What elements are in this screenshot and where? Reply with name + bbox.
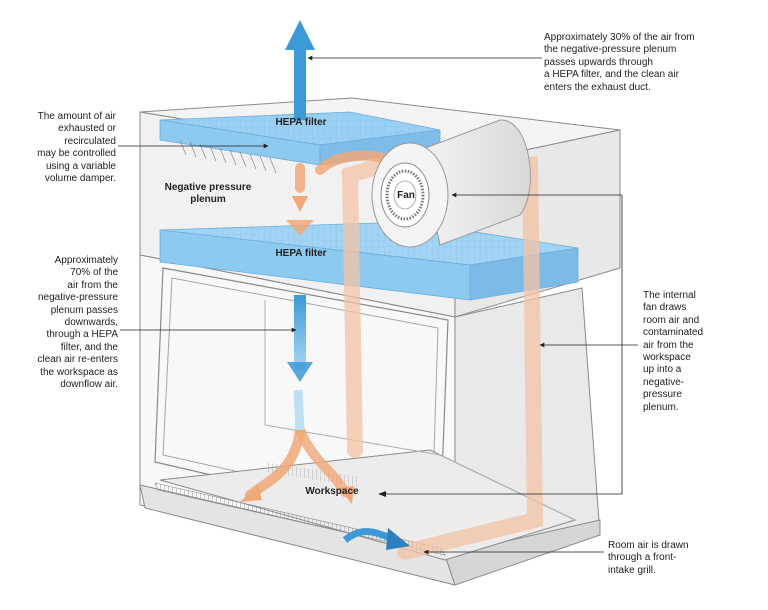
fan-label: Fan: [397, 190, 415, 201]
callout-downflow-line: the workspace as: [40, 366, 118, 378]
callout-downflow-line: clean air re-enters: [37, 354, 118, 366]
callout-exhaust-line: passes upwards through: [544, 56, 653, 68]
callout-downflow-line: through a HEPA: [46, 329, 118, 341]
plenum-label-2: plenum: [190, 194, 226, 205]
plenum-label-1: Negative pressure: [165, 182, 252, 193]
workspace-label: Workspace: [305, 486, 359, 497]
callout-fan-line: air from the: [643, 339, 694, 351]
callout-fan: The internal fan draws room air and cont…: [643, 290, 703, 414]
callout-damper-line: recirculated: [64, 135, 116, 147]
base-side: [444, 519, 601, 586]
callout-fan-line: up into a: [643, 364, 682, 376]
callout-damper-line: using a variable: [45, 160, 116, 172]
front-intake-grill: [154, 482, 446, 556]
callout-damper-line: exhausted or: [58, 123, 116, 135]
callout-intake-line: intake grill.: [608, 564, 656, 576]
callout-exhaust-line: enters the exhaust duct.: [544, 81, 651, 93]
callout-fan-line: fan draws: [643, 302, 687, 314]
callout-fan-line: plenum.: [643, 401, 679, 413]
leader-lines: [118, 55, 638, 555]
callout-intake-line: through a front-: [608, 552, 677, 564]
callout-intake: Room air is drawn through a front- intak…: [608, 540, 689, 577]
top-hepa-label: HEPA filter: [275, 117, 326, 128]
fan-unit: [371, 119, 531, 248]
callout-damper-line: The amount of air: [37, 111, 116, 122]
callout-downflow-line: plenum passes: [50, 304, 118, 316]
callout-damper-line: may be controlled: [37, 148, 116, 160]
callout-fan-line: The internal: [643, 290, 696, 301]
callout-downflow-line: downflow air.: [60, 379, 118, 391]
callout-intake-line: Room air is drawn: [608, 540, 689, 551]
volume-damper: [179, 139, 277, 174]
callout-fan-line: workspace: [643, 352, 691, 364]
callout-downflow-line: negative-pressure: [37, 292, 118, 304]
callout-downflow-line: air from the: [67, 279, 118, 291]
bottom-hepa-label: HEPA filter: [275, 248, 326, 259]
callout-downflow-line: filter, and the: [60, 341, 118, 353]
callout-downflow-line: 70% of the: [70, 267, 118, 279]
callout-damper-line: volume damper.: [44, 173, 116, 185]
callout-exhaust: Approximately 30% of the air from the ne…: [544, 32, 695, 94]
callout-fan-line: negative-: [643, 376, 685, 388]
callout-fan-line: room air and: [643, 314, 700, 326]
top-hepa-filter: [159, 111, 441, 166]
callout-downflow-line: downwards,: [64, 317, 118, 329]
callout-fan-line: pressure: [643, 389, 682, 401]
callout-damper: The amount of air exhausted or recircula…: [37, 111, 116, 185]
callout-exhaust-line: Approximately 30% of the air from: [544, 32, 695, 43]
workspace-arrowhead: [378, 491, 386, 497]
callout-exhaust-line: the negative-pressure plenum: [544, 44, 677, 56]
callout-downflow-line: Approximately: [54, 255, 118, 266]
callout-fan-line: contaminated: [643, 327, 704, 339]
clean-airflow: [285, 20, 410, 550]
callout-exhaust-line: a HEPA filter, and the clean air: [544, 69, 679, 81]
callout-downflow: Approximately 70% of the air from the ne…: [37, 255, 118, 391]
